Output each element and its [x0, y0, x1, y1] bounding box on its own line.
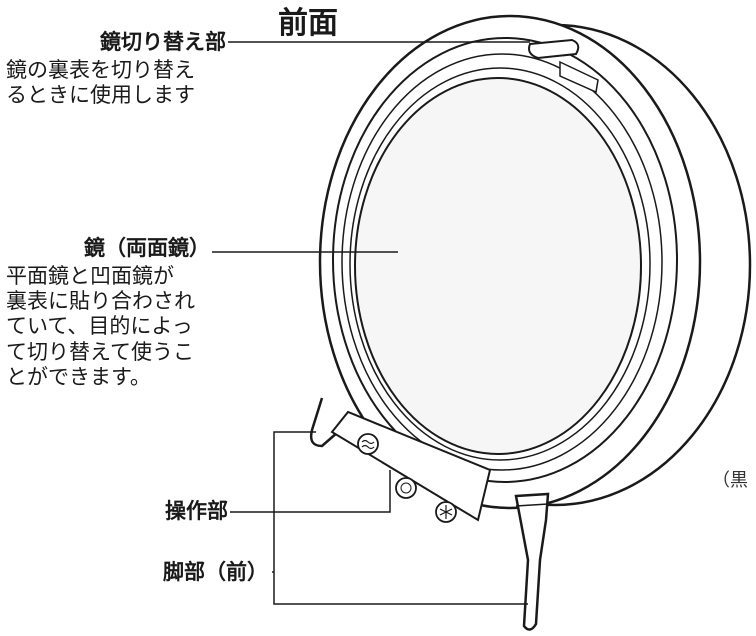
callout-legs-label: 脚部（前）: [163, 560, 268, 584]
page-title: 前面: [278, 6, 338, 41]
inner-rim: [349, 67, 651, 461]
front-leg: [514, 492, 550, 631]
mirror-switch[interactable]: [528, 38, 580, 60]
switch-slot: [559, 60, 599, 94]
outer-rim: [332, 37, 678, 483]
star-glyph: [439, 505, 453, 519]
power-button-icon[interactable]: [395, 477, 417, 499]
callout-control-label: 操作部: [165, 499, 228, 523]
leader-legs: [272, 431, 528, 605]
back-leg: [309, 397, 339, 448]
front-leg-ring: [515, 503, 549, 507]
power-button-inner: [400, 482, 412, 494]
callout-switch-label: 鏡切り替え部: [100, 30, 226, 54]
middle-rim: [341, 53, 663, 471]
callout-mirror-label: 鏡（両面鏡）: [84, 236, 210, 260]
mode-button-icon[interactable]: [357, 433, 379, 455]
leader-control: [230, 470, 391, 513]
callout-switch-description: 鏡の裏表を切り替え るときに使用します: [6, 58, 195, 108]
mirror-glass: [354, 77, 642, 455]
side-note: （黒: [712, 470, 748, 491]
callout-mirror-description: 平面鏡と凹面鏡が 裏表に貼り合わされ ていて、目的によっ て切り替えて使うこ と…: [6, 264, 195, 389]
wave-glyph: [361, 439, 375, 450]
